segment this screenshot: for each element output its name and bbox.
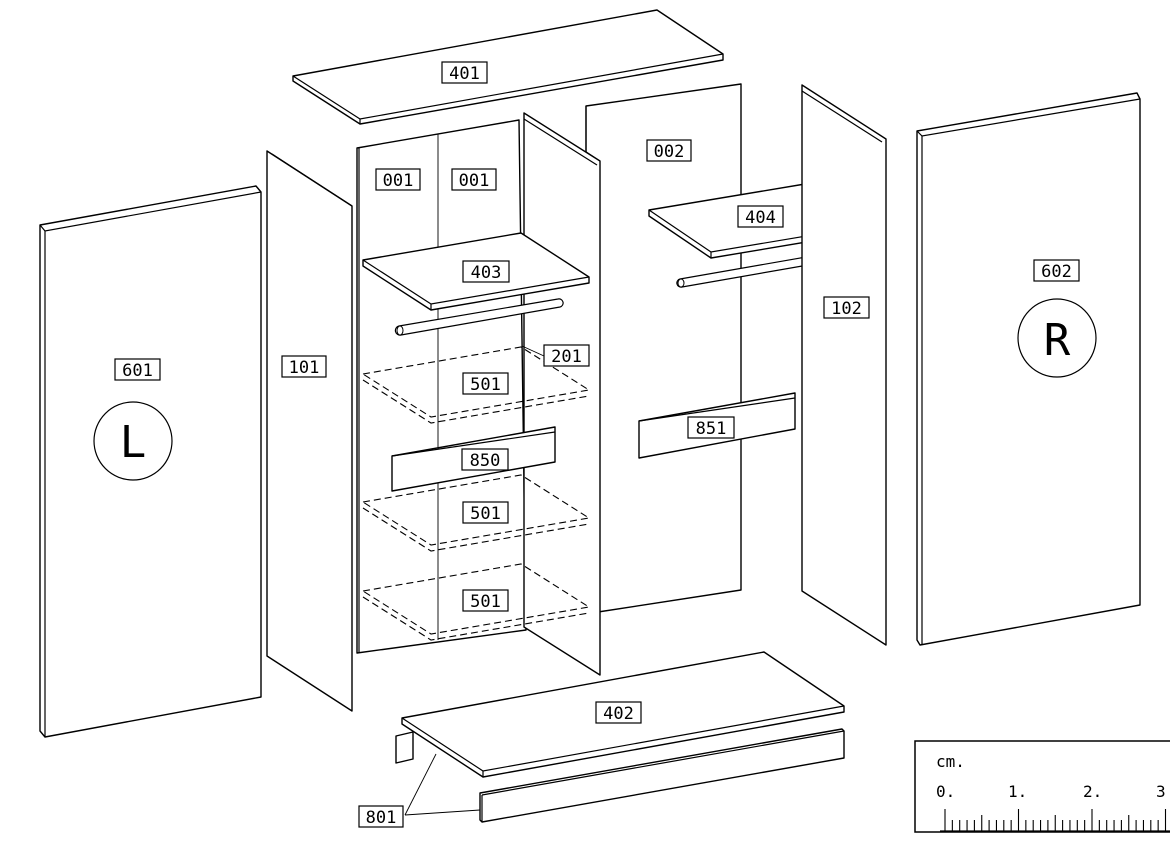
hanging-rod-left xyxy=(394,298,564,336)
svg-text:404: 404 xyxy=(745,208,776,228)
shelf-501-bottom xyxy=(361,563,591,641)
scale-unit: cm. xyxy=(936,752,965,771)
svg-text:201: 201 xyxy=(551,347,582,367)
label-601: 601 xyxy=(114,358,161,381)
panel-602 xyxy=(916,92,1141,646)
svg-text:001: 001 xyxy=(459,171,490,191)
svg-text:401: 401 xyxy=(449,64,480,84)
label-404: 404 xyxy=(737,205,784,228)
label-501-bottom: 501 xyxy=(462,589,509,612)
scale-tick-3: 3 xyxy=(1156,782,1166,801)
side-mark-left: L xyxy=(93,401,173,481)
label-501-top: 501 xyxy=(462,372,509,395)
svg-text:501: 501 xyxy=(470,504,501,524)
scale-tick-marks xyxy=(944,809,1167,831)
label-001-right: 001 xyxy=(451,168,497,191)
scale-tick-0: 0. xyxy=(936,782,955,801)
label-850: 850 xyxy=(461,448,509,471)
svg-text:102: 102 xyxy=(831,299,862,319)
label-002: 002 xyxy=(646,139,692,162)
scale-ruler: cm. 0. 1. 2. 3 xyxy=(914,740,1170,833)
svg-text:602: 602 xyxy=(1041,262,1072,282)
scale-tick-1: 1. xyxy=(1008,782,1027,801)
panel-102 xyxy=(801,84,887,646)
svg-text:002: 002 xyxy=(654,142,685,162)
plinth-801-left xyxy=(395,731,414,764)
svg-text:101: 101 xyxy=(289,358,320,378)
svg-text:801: 801 xyxy=(366,808,397,828)
panel-201 xyxy=(523,112,601,676)
panel-101 xyxy=(266,150,353,712)
label-851: 851 xyxy=(687,416,735,439)
svg-text:850: 850 xyxy=(470,451,501,471)
panel-002 xyxy=(585,83,742,613)
shelf-501-top xyxy=(361,346,591,424)
side-mark-right: R xyxy=(1017,298,1097,378)
svg-text:601: 601 xyxy=(122,361,153,381)
svg-text:L: L xyxy=(120,417,147,468)
plinth-801-front xyxy=(479,728,845,823)
label-501-middle: 501 xyxy=(462,501,509,524)
panel-601 xyxy=(39,185,262,738)
svg-text:402: 402 xyxy=(603,704,634,724)
label-101: 101 xyxy=(281,355,327,378)
scale-tick-2: 2. xyxy=(1083,782,1102,801)
svg-text:R: R xyxy=(1044,315,1071,366)
svg-text:501: 501 xyxy=(470,592,501,612)
label-201: 201 xyxy=(543,344,590,367)
shelf-501-middle xyxy=(361,474,591,552)
svg-text:501: 501 xyxy=(470,375,501,395)
svg-text:851: 851 xyxy=(696,419,727,439)
svg-text:001: 001 xyxy=(383,171,414,191)
leader-lines xyxy=(404,345,545,816)
svg-text:403: 403 xyxy=(471,263,502,283)
label-602: 602 xyxy=(1033,259,1080,282)
label-402: 402 xyxy=(595,701,642,724)
label-801: 801 xyxy=(358,805,404,828)
label-401: 401 xyxy=(441,61,488,84)
label-403: 403 xyxy=(462,260,510,283)
label-102: 102 xyxy=(823,296,870,319)
panel-401 xyxy=(292,9,724,125)
label-001-left: 001 xyxy=(375,168,421,191)
